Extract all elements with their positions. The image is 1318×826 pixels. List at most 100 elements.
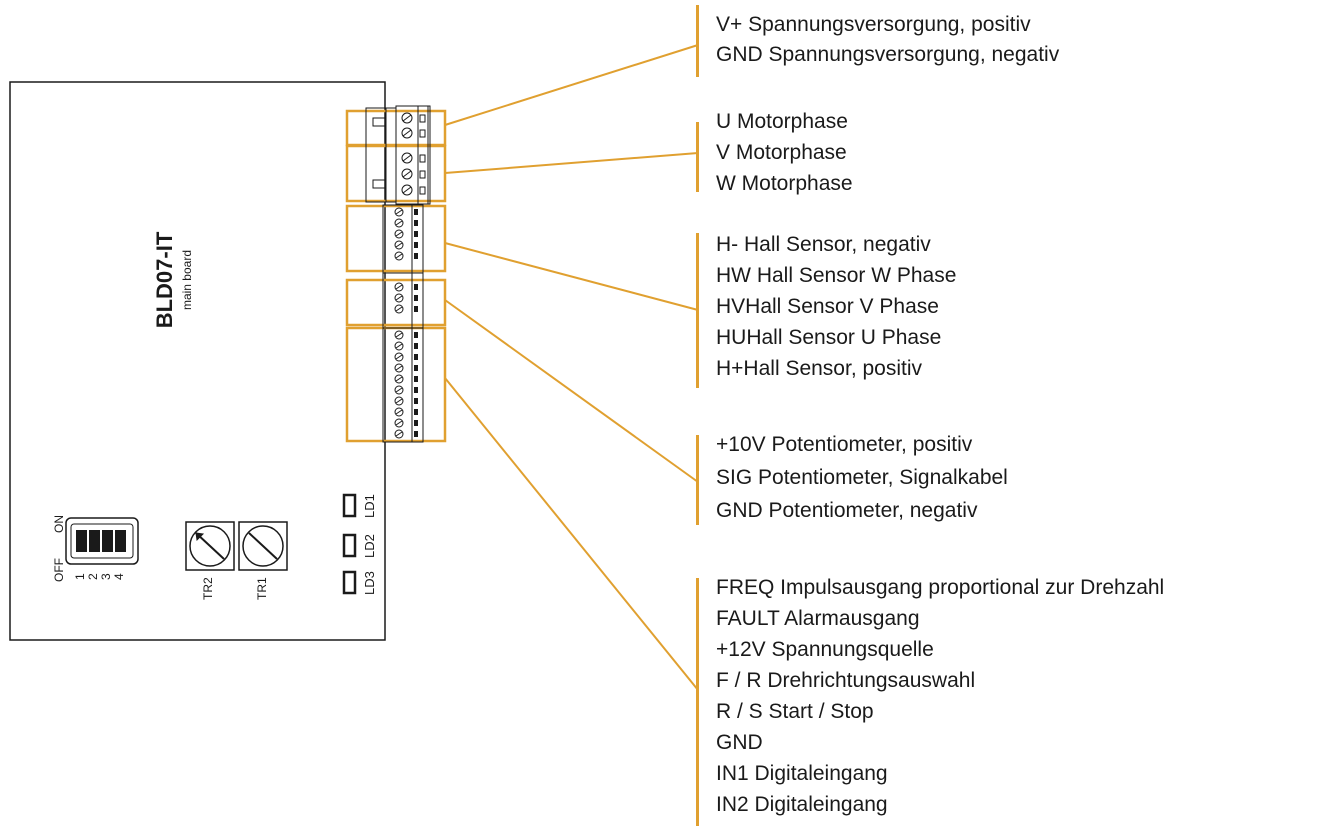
dip-number-2: 2 <box>86 573 100 580</box>
led-ld2-label: LD2 <box>362 534 377 558</box>
screw-slot <box>395 209 403 215</box>
terminal-contact <box>414 376 418 382</box>
label-poti-gnd: GND Potentiometer, negativ <box>716 499 978 522</box>
screw-slot <box>395 306 403 312</box>
terminal-contact <box>414 306 418 312</box>
board-subtitle: main board <box>180 250 194 310</box>
label-f-r: F / R Drehrichtungsauswahl <box>716 669 976 692</box>
screw-slot <box>395 354 403 360</box>
screw-slot <box>395 431 403 437</box>
dip-switch <box>65 517 139 565</box>
label-w-motorphase: W Motorphase <box>716 172 853 195</box>
board-title: BLD07-IT <box>152 231 177 328</box>
label-freq: FREQ Impulsausgang proportional zur Dreh… <box>716 576 1165 599</box>
terminal-contact <box>414 398 418 404</box>
main-board-outline <box>9 81 386 641</box>
screw-slot <box>395 343 403 349</box>
label-hv: HVHall Sensor V Phase <box>716 295 939 318</box>
label-in2: IN2 Digitaleingang <box>716 793 888 816</box>
trimmer-tr1 <box>238 521 288 571</box>
leader-line-poti <box>444 299 699 483</box>
group-bracket <box>696 233 699 388</box>
led-ld3-label: LD3 <box>362 571 377 595</box>
terminal-contact <box>414 332 418 338</box>
signal-terminal-block <box>382 204 424 443</box>
led-ld1 <box>342 493 357 518</box>
dip-number-3: 3 <box>99 573 113 580</box>
label-u-motorphase: U Motorphase <box>716 110 848 133</box>
label-group-motor: U Motorphase V Motorphase W Motorphase <box>696 107 1296 200</box>
screw-slot <box>395 365 403 371</box>
screw-slot <box>395 420 403 426</box>
screw-slot <box>395 253 403 259</box>
label-group-hall: H- Hall Sensor, negativ HW Hall Sensor W… <box>696 230 1296 395</box>
terminal-contact <box>414 343 418 349</box>
label-in1: IN1 Digitaleingang <box>716 762 888 785</box>
terminal-contact <box>414 242 418 248</box>
trimmer-tr1-label: TR1 <box>255 577 269 600</box>
screw-slot <box>395 242 403 248</box>
group-bracket <box>696 435 699 525</box>
screw-slot <box>395 231 403 237</box>
leader-line-hall <box>444 242 699 311</box>
label-12v: +12V Spannungsquelle <box>716 638 934 661</box>
dip-off-label: OFF <box>52 558 66 582</box>
leader-line-motor <box>444 152 699 174</box>
terminal-contact <box>414 420 418 426</box>
power-motor-terminal-block <box>365 105 431 205</box>
label-hw: HW Hall Sensor W Phase <box>716 264 957 287</box>
label-gnd-power: GND Spannungsversorgung, negativ <box>716 43 1060 66</box>
label-v-plus: V+ Spannungsversorgung, positiv <box>716 13 1031 36</box>
terminal-contact <box>414 231 418 237</box>
leader-line-power <box>444 44 699 126</box>
connector-frame-hall <box>345 204 447 273</box>
group-bracket <box>696 122 699 192</box>
leader-line-control <box>444 377 699 691</box>
label-v-motorphase: V Motorphase <box>716 141 847 164</box>
terminal-contact <box>414 284 418 290</box>
led-ld2 <box>342 533 357 558</box>
label-gnd-control: GND <box>716 731 763 754</box>
label-h-minus: H- Hall Sensor, negativ <box>716 233 931 256</box>
terminal-contact <box>414 409 418 415</box>
screw-slot <box>395 398 403 404</box>
screw-slot <box>395 376 403 382</box>
terminal-contact <box>414 387 418 393</box>
trimmer-tr2-label: TR2 <box>201 577 215 600</box>
dip-number-4: 4 <box>112 573 126 580</box>
terminal-contact <box>414 253 418 259</box>
label-hu: HUHall Sensor U Phase <box>716 326 942 349</box>
screw-slot <box>395 332 403 338</box>
terminal-contact <box>414 354 418 360</box>
terminal-contact <box>414 431 418 437</box>
dip-number-1: 1 <box>73 573 87 580</box>
label-group-power: V+ Spannungsversorgung, positiv GND Span… <box>696 5 1296 77</box>
screw-slot <box>395 220 403 226</box>
trimmer-tr2 <box>185 521 235 571</box>
label-fault: FAULT Alarmausgang <box>716 607 920 630</box>
screw-slot <box>395 284 403 290</box>
terminal-contact <box>414 365 418 371</box>
group-bracket <box>696 5 699 77</box>
connector-frame-poti <box>345 278 447 327</box>
signal-screws <box>394 207 418 439</box>
label-poti-10v: +10V Potentiometer, positiv <box>716 433 973 456</box>
label-h-plus: H+Hall Sensor, positiv <box>716 357 923 380</box>
screw-slot <box>395 295 403 301</box>
label-r-s: R / S Start / Stop <box>716 700 874 723</box>
terminal-contact <box>414 295 418 301</box>
label-poti-sig: SIG Potentiometer, Signalkabel <box>716 466 1008 489</box>
label-group-control: FREQ Impulsausgang proportional zur Dreh… <box>696 573 1316 826</box>
led-ld3 <box>342 570 357 595</box>
group-bracket <box>696 578 699 826</box>
label-group-poti: +10V Potentiometer, positiv SIG Potentio… <box>696 430 1296 530</box>
power-motor-screws <box>401 112 426 196</box>
terminal-contact <box>414 220 418 226</box>
screw-slot <box>395 387 403 393</box>
leader-lines <box>444 44 699 691</box>
terminal-contact <box>414 209 418 215</box>
led-ld1-label: LD1 <box>362 494 377 518</box>
dip-on-label: ON <box>52 515 66 533</box>
screw-slot <box>395 409 403 415</box>
